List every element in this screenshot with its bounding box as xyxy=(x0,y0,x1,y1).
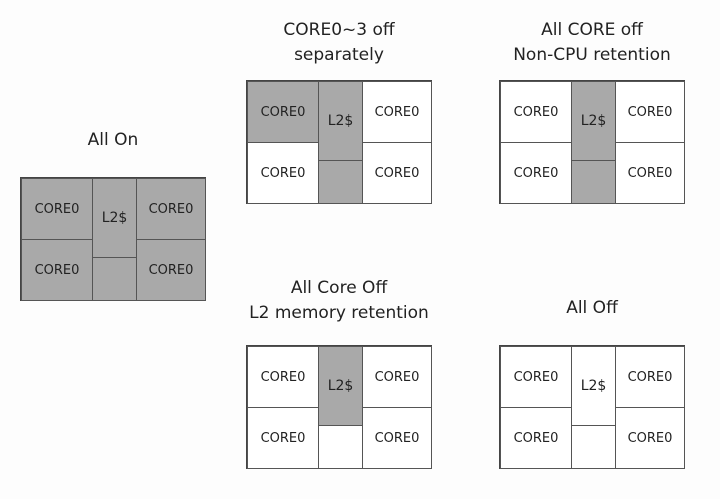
core-top-right: CORE0 xyxy=(136,178,206,240)
caption-all-on: All On xyxy=(20,128,206,153)
core-top-left: CORE0 xyxy=(500,346,572,408)
l2-cache-lower xyxy=(318,425,363,469)
core-bottom-right: CORE0 xyxy=(615,407,685,469)
core-bottom-left: CORE0 xyxy=(21,239,93,301)
core-bottom-left: CORE0 xyxy=(500,142,572,204)
l2-cache: L2$ xyxy=(92,178,137,258)
caption-line: separately xyxy=(294,45,384,65)
caption-line: CORE0~3 off xyxy=(283,20,395,40)
caption-core-off-separately: CORE0~3 off separately xyxy=(246,18,432,68)
l2-cache-lower xyxy=(92,257,137,301)
caption-line: All Core Off xyxy=(290,278,388,298)
core-bottom-right: CORE0 xyxy=(136,239,206,301)
caption-line: L2 memory retention xyxy=(249,303,429,323)
diagram-non-cpu-retention: CORE0 CORE0 CORE0 CORE0 L2$ xyxy=(499,80,685,204)
l2-cache: L2$ xyxy=(318,346,363,426)
core-top-right: CORE0 xyxy=(362,346,432,408)
core-top-left: CORE0 xyxy=(21,178,93,240)
caption-non-cpu-retention: All CORE off Non-CPU retention xyxy=(499,18,685,68)
core-top-right: CORE0 xyxy=(615,81,685,143)
core-top-left: CORE0 xyxy=(247,81,319,143)
l2-cache-lower xyxy=(571,160,616,204)
caption-l2-memory-retention: All Core Off L2 memory retention xyxy=(232,276,446,326)
core-bottom-right: CORE0 xyxy=(362,407,432,469)
core-top-right: CORE0 xyxy=(362,81,432,143)
diagram-all-on: CORE0 CORE0 CORE0 CORE0 L2$ xyxy=(20,177,206,301)
caption-line: All On xyxy=(87,130,139,150)
core-top-right: CORE0 xyxy=(615,346,685,408)
core-bottom-left: CORE0 xyxy=(247,142,319,204)
l2-cache: L2$ xyxy=(318,81,363,161)
diagram-core-off-separately: CORE0 CORE0 CORE0 CORE0 L2$ xyxy=(246,80,432,204)
diagram-all-off: CORE0 CORE0 CORE0 CORE0 L2$ xyxy=(499,345,685,469)
caption-all-off: All Off xyxy=(499,296,685,321)
core-bottom-right: CORE0 xyxy=(615,142,685,204)
core-top-left: CORE0 xyxy=(247,346,319,408)
l2-cache: L2$ xyxy=(571,346,616,426)
caption-line: All Off xyxy=(566,298,618,318)
caption-line: All CORE off xyxy=(541,20,643,40)
l2-cache-lower xyxy=(571,425,616,469)
core-bottom-left: CORE0 xyxy=(247,407,319,469)
core-bottom-right: CORE0 xyxy=(362,142,432,204)
core-top-left: CORE0 xyxy=(500,81,572,143)
caption-line: Non-CPU retention xyxy=(513,45,671,65)
l2-cache: L2$ xyxy=(571,81,616,161)
core-bottom-left: CORE0 xyxy=(500,407,572,469)
l2-cache-lower xyxy=(318,160,363,204)
diagram-l2-memory-retention: CORE0 CORE0 CORE0 CORE0 L2$ xyxy=(246,345,432,469)
